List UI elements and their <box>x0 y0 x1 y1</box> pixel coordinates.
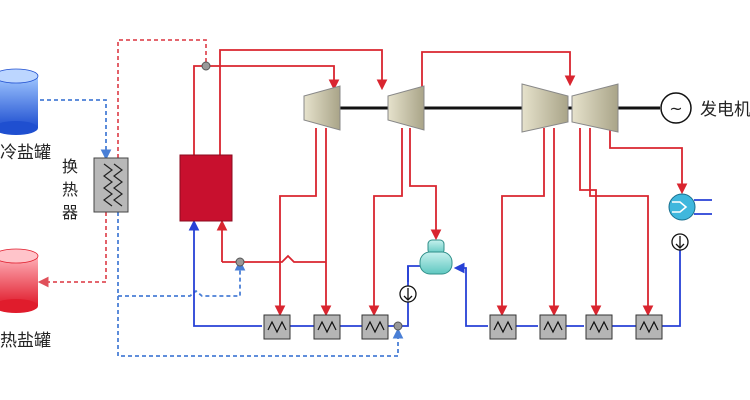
heat-exchanger-label-1: 换 <box>62 157 78 176</box>
junction-node <box>393 321 403 331</box>
lp-turbine-left <box>521 83 569 133</box>
feedwater-lines <box>188 199 712 327</box>
heater-5 <box>539 314 567 340</box>
heater-3 <box>361 314 389 340</box>
deaerator <box>419 239 453 275</box>
hot-tank-label: 热盐罐 <box>0 331 51 351</box>
heater-2 <box>313 314 341 340</box>
steam-lines <box>193 49 688 317</box>
junction-node <box>235 257 245 267</box>
heat-exchanger-label-2: 热 <box>62 180 78 199</box>
junction-node <box>201 61 211 71</box>
heater-6 <box>585 314 613 340</box>
cold-salt-tank <box>0 68 39 135</box>
condenser <box>668 193 696 221</box>
lp-turbine-right <box>571 83 619 133</box>
heat-exchanger-label-3: 器 <box>62 203 78 222</box>
hot-salt-tank <box>0 248 39 313</box>
generator-icon <box>660 92 692 124</box>
heater-1 <box>263 314 291 340</box>
salt-loop-dashed <box>37 39 404 357</box>
heater-7 <box>635 314 663 340</box>
boiler <box>179 154 233 222</box>
heat-exchanger <box>93 157 129 213</box>
condensate-pump <box>671 233 689 251</box>
hp-turbine <box>303 85 341 131</box>
feed-pump <box>399 285 417 303</box>
generator-symbol: ~ <box>669 99 682 118</box>
feedwater-heaters <box>263 314 663 340</box>
cold-tank-label: 冷盐罐 <box>0 143 51 163</box>
heater-4 <box>489 314 517 340</box>
ip-turbine <box>387 85 425 131</box>
generator-label: 发电机 <box>700 100 750 120</box>
